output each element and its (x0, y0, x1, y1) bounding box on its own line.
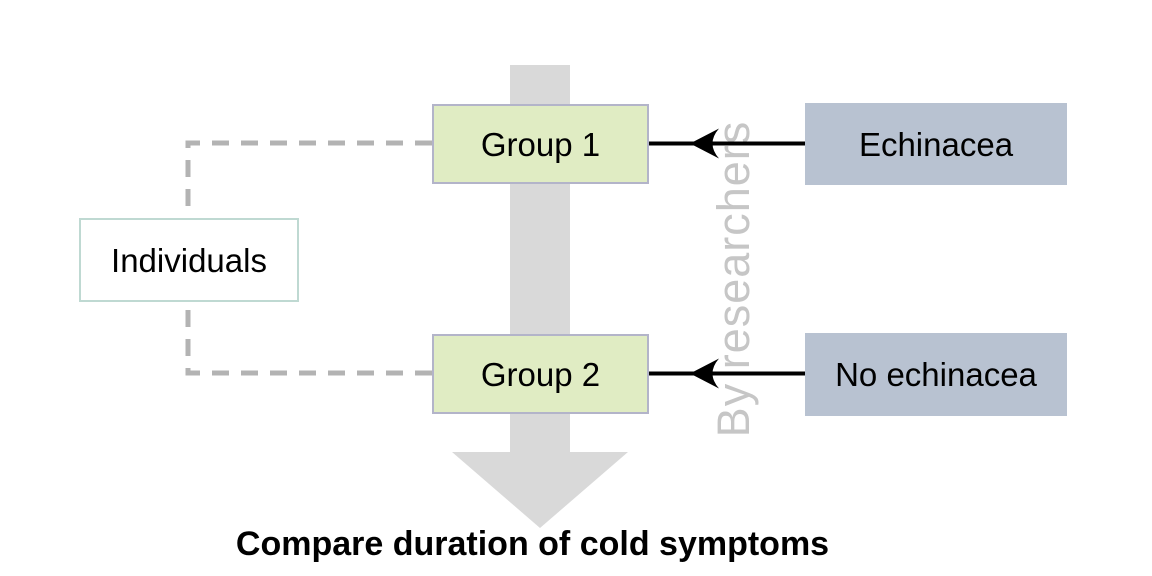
individuals-box: Individuals (79, 218, 299, 302)
flow-down-arrow-icon (452, 65, 628, 528)
assignment-arrowhead-group2-icon (690, 358, 719, 389)
compare-caption: Compare duration of cold symptoms (235, 525, 830, 563)
group2-label: Group 2 (480, 355, 601, 393)
by-researchers-watermark: By researchers (708, 121, 759, 438)
no-echinacea-label: No echinacea (835, 356, 1037, 393)
group2-box: Group 2 (432, 334, 649, 414)
group1-label: Group 1 (480, 125, 601, 163)
echinacea-box: Echinacea (805, 103, 1067, 185)
split-connector-bottom (185, 302, 432, 376)
echinacea-label: Echinacea (858, 125, 1014, 163)
assignment-arrowhead-group1-icon (690, 128, 719, 159)
no-echinacea-box: No echinacea (805, 333, 1067, 416)
group1-box: Group 1 (432, 104, 649, 184)
split-connector-top (185, 140, 432, 218)
individuals-label: Individuals (111, 241, 267, 279)
